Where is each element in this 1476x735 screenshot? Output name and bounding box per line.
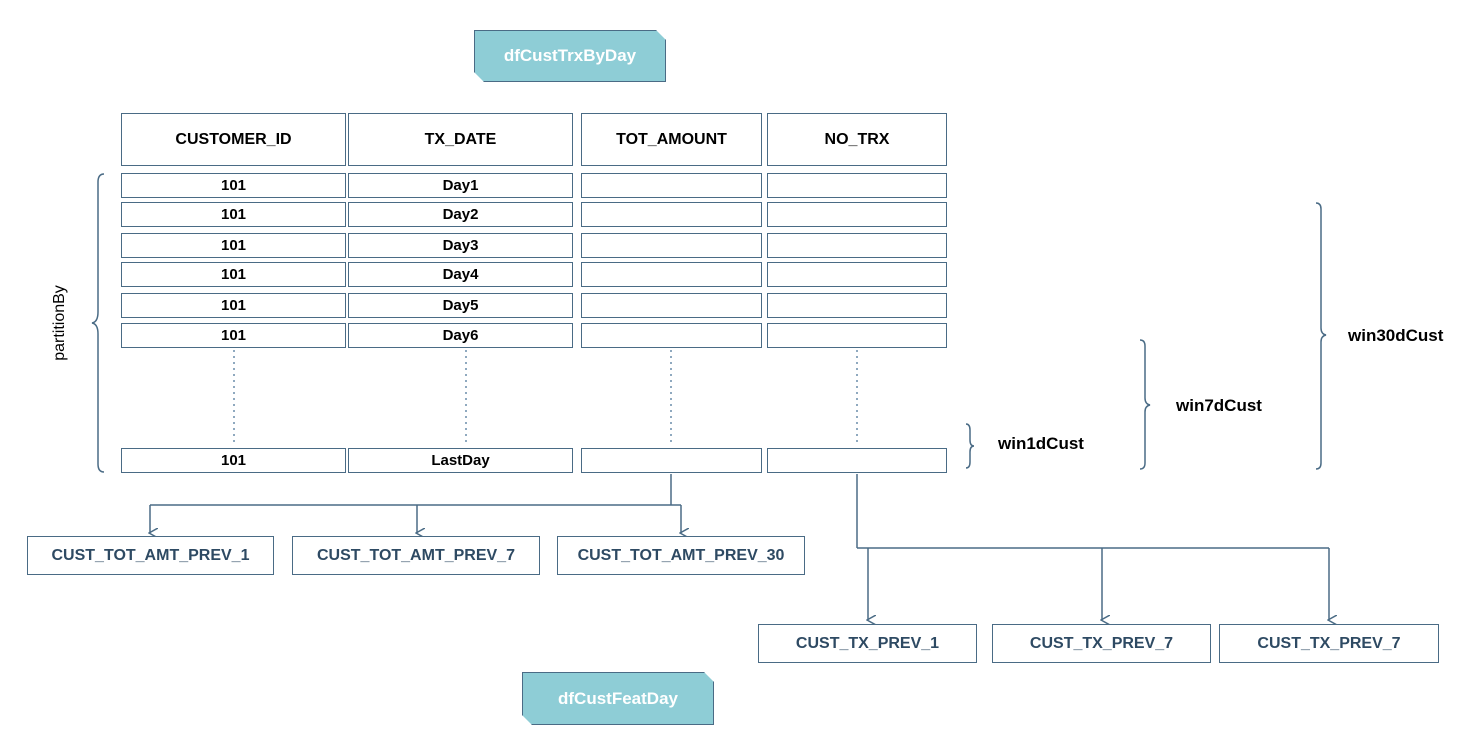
cell-customer-id: 101 [121,262,346,287]
cell-tx-date: Day1 [348,173,573,198]
win30d-label: win30dCust [1348,326,1444,345]
cell-customer-id: 101 [121,293,346,318]
source-dataframe-tag: dfCustTrxByDay [474,30,666,82]
cell-no-trx [767,293,947,318]
output-cust-tx-prev-7: CUST_TX_PREV_7 [992,624,1211,663]
cell-customer-id: 101 [121,173,346,198]
win7d-label: win7dCust [1176,396,1262,415]
cell-customer-id: 101 [121,202,346,227]
cell-tx-date: Day3 [348,233,573,258]
cell-no-trx [767,323,947,348]
cell-tx-date-last: LastDay [348,448,573,473]
header-tot-amount: TOT_AMOUNT [581,113,762,166]
cell-no-trx [767,262,947,287]
output-cust-tx-prev-1: CUST_TX_PREV_1 [758,624,977,663]
partition-brace [91,173,105,473]
header-no-trx: NO_TRX [767,113,947,166]
win1d-brace [965,423,975,469]
win30d-brace [1315,202,1327,470]
cell-tx-date: Day5 [348,293,573,318]
dotted-continuation-lines [233,350,858,446]
cell-tot-amount [581,202,762,227]
output-cust-tot-amt-prev-7: CUST_TOT_AMT_PREV_7 [292,536,540,575]
win7d-brace [1139,339,1151,470]
cell-tx-date: Day6 [348,323,573,348]
win1d-label: win1dCust [998,434,1084,453]
cell-tx-date: Day4 [348,262,573,287]
cell-no-trx-last [767,448,947,473]
trx-connectors [856,474,1329,620]
feature-dataframe-tag: dfCustFeatDay [522,672,714,725]
cell-customer-id: 101 [121,233,346,258]
cell-no-trx [767,233,947,258]
cell-tot-amount [581,233,762,258]
header-customer-id: CUSTOMER_ID [121,113,346,166]
cell-tot-amount [581,262,762,287]
cell-customer-id-last: 101 [121,448,346,473]
header-tx-date: TX_DATE [348,113,573,166]
cell-tot-amount-last [581,448,762,473]
cell-tx-date: Day2 [348,202,573,227]
cell-tot-amount [581,323,762,348]
cell-no-trx [767,173,947,198]
cell-no-trx [767,202,947,227]
output-cust-tot-amt-prev-30: CUST_TOT_AMT_PREV_30 [557,536,805,575]
cell-customer-id: 101 [121,323,346,348]
output-cust-tot-amt-prev-1: CUST_TOT_AMT_PREV_1 [27,536,274,575]
partition-by-label: partitionBy [51,285,68,361]
cell-tot-amount [581,293,762,318]
output-cust-tx-prev-30: CUST_TX_PREV_7 [1219,624,1439,663]
amount-connectors [150,474,681,533]
cell-tot-amount [581,173,762,198]
